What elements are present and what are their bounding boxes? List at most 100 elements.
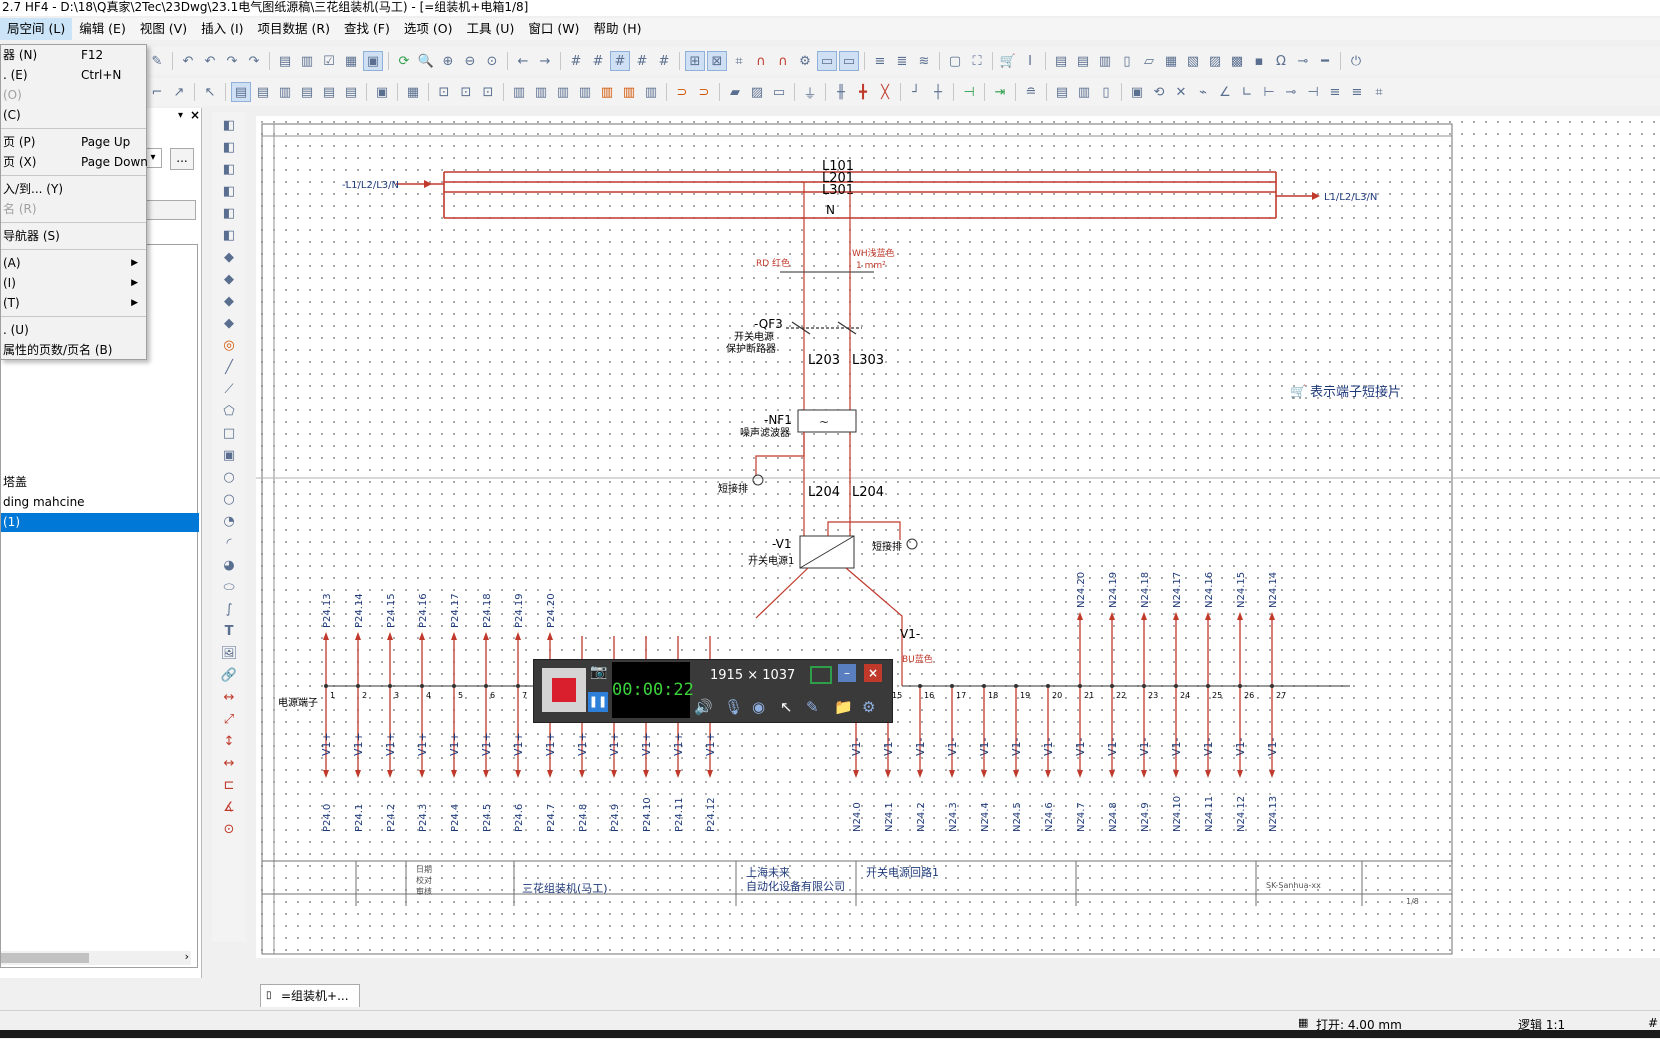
menu-page[interactable]: 局空间 (L) [0,18,73,40]
speaker-icon[interactable]: 🔊 [694,698,713,716]
device-j-icon[interactable]: ▪ [1254,53,1264,69]
minimize-icon[interactable]: – [838,664,856,682]
tool-b-icon[interactable]: ⟲ [1153,84,1165,100]
text-cursor-icon[interactable]: Ⅰ [1028,53,1032,69]
doc-a-icon[interactable]: ▤ [231,82,251,102]
drawing-canvas[interactable]: -L1/L2/L3/N L1/L2/L3/N L101 L201 L301 N … [256,116,1660,958]
tab-active-page[interactable]: ▯ =组装机+... [260,984,360,1007]
magnet-icon[interactable]: ∩ [756,53,766,69]
term-f-icon[interactable]: ▥ [622,84,636,100]
tool-c-icon[interactable]: ✕ [1175,84,1187,100]
tool-l-icon[interactable]: ⌗ [1375,84,1383,100]
zoom-out-icon[interactable]: ⊖ [464,53,476,69]
window-icon[interactable]: ▣ [363,51,383,71]
menu-insert[interactable]: 插入 (I) [201,21,244,36]
plug-icon[interactable]: ⏻ [1350,53,1362,69]
dropdown-item[interactable]: (T)▶ [1,293,146,313]
gem-c-icon[interactable]: ◆ [224,293,234,309]
wire-icon[interactable]: ━ [1321,53,1329,69]
dimension-d-icon[interactable]: ↔ [223,755,235,771]
folder-icon[interactable]: 📁 [834,698,853,716]
device-e-icon[interactable]: ▱ [1144,53,1154,69]
tool-f-icon[interactable]: ∟ [1241,84,1253,100]
spline-icon[interactable]: ∫ [225,601,233,617]
break-icon[interactable]: ⊣ [963,84,975,100]
undo-icon[interactable]: ↶ [182,53,194,69]
close-icon[interactable]: × [864,664,882,682]
settings-small-icon[interactable]: ⚙ [799,53,811,69]
snap-grid-icon[interactable]: ⊞ [685,51,705,71]
panel-close-icon[interactable]: × [190,108,201,122]
dropdown-item[interactable]: (I)▶ [1,273,146,293]
snap-point-icon[interactable]: ⊠ [707,51,727,71]
potential-icon[interactable]: ≘ [1025,84,1037,100]
shield-a-icon[interactable]: ▰ [730,84,740,100]
ground-icon[interactable]: ⏚ [803,86,817,102]
cube-c-icon[interactable]: ◧ [222,161,236,177]
tool-e-icon[interactable]: ∠ [1219,84,1231,100]
dimension-b-icon[interactable]: ⤢ [223,711,235,727]
grid-b-icon[interactable]: # [592,53,604,69]
dropdown-item[interactable]: (C) [1,105,146,125]
horizontal-scrollbar[interactable]: › [1,950,191,965]
grid-e-icon[interactable]: # [658,53,670,69]
refresh-icon[interactable]: ⟳ [398,53,410,69]
connect-a-icon[interactable]: ╫ [837,84,845,100]
image-frame-icon[interactable]: ▣ [222,447,236,463]
box-d-icon[interactable]: ⊡ [482,84,494,100]
dropdown-item[interactable]: 页 (P)Page Up [1,132,146,152]
connector-icon[interactable]: ⊸ [1297,53,1309,69]
hatch-icon[interactable]: ▨ [750,84,764,100]
menu-window[interactable]: 窗口 (W) [528,21,580,36]
device-c-icon[interactable]: ▥ [1098,53,1112,69]
tree-item[interactable]: 塔盖 [3,475,28,489]
menu-view[interactable]: 视图 (V) [139,21,188,36]
doc-f-icon[interactable]: ▤ [344,84,358,100]
grid-d-icon[interactable]: # [636,53,648,69]
term-c-icon[interactable]: ▥ [556,84,570,100]
check-icon[interactable]: ☑ [323,53,335,69]
gem-d-icon[interactable]: ◆ [224,315,234,331]
polyline-icon[interactable]: ⟋ [224,381,234,397]
dropdown-item[interactable]: 页 (X)Page Down [1,152,148,172]
tool-g-icon[interactable]: ⊢ [1263,84,1275,100]
corner-a-icon[interactable]: ┘ [912,84,920,100]
rect-icon[interactable]: ▭ [772,84,786,100]
lines-a-icon[interactable]: ≡ [874,53,886,69]
dropdown-item[interactable]: 属性的页数/页名 (B) [1,340,146,360]
panel-pin-icon[interactable]: ▾ [178,110,184,121]
dropdown-item[interactable]: 入/到... (Y) [1,179,146,199]
doc-c-icon[interactable]: ▥ [278,84,292,100]
menu-tools[interactable]: 工具 (U) [466,21,515,36]
cursor-icon[interactable]: ↖ [780,698,793,716]
image-icon[interactable]: 🖼 [220,645,238,661]
dropdown-item[interactable]: (A)▶ [1,253,146,273]
lines-b-icon[interactable]: ≣ [896,53,908,69]
magnet-b-icon[interactable]: ∩ [778,53,788,69]
scroll-right-icon[interactable]: › [184,950,189,963]
capture-area-icon[interactable] [810,666,832,684]
filter-dropdown-arrow-icon[interactable]: ▾ [144,148,162,168]
back-icon[interactable]: ← [517,53,529,69]
link-icon[interactable]: 🔗 [220,667,238,683]
draw-pen-icon[interactable]: ✎ [806,698,819,716]
gem-b-icon[interactable]: ◆ [224,271,234,287]
dropdown-item[interactable]: . (E)Ctrl+N [1,65,146,85]
tree-item-selected[interactable]: (1) [1,513,199,532]
corner-b-icon[interactable]: ┼ [934,84,942,100]
connect-b-icon[interactable]: ╋ [859,84,867,100]
cube-e-icon[interactable]: ◧ [222,205,236,221]
dimension-e-icon[interactable]: ⊏ [223,777,235,793]
page-icon[interactable]: ▤ [278,53,292,69]
circle-icon[interactable]: ○ [223,469,235,485]
redo-icon[interactable]: ↷ [226,53,238,69]
page-macro-icon[interactable]: ▥ [300,53,314,69]
menu-find[interactable]: 查找 (F) [343,21,390,36]
frame-icon[interactable]: ▭ [839,51,859,71]
box-c-icon[interactable]: ⊡ [460,84,472,100]
tool-j-icon[interactable]: ≡ [1329,84,1341,100]
term-b-icon[interactable]: ▥ [534,84,548,100]
pause-button[interactable]: ❚❚ [588,692,608,712]
connect-c-icon[interactable]: ╳ [881,84,889,100]
filter-more-button[interactable]: ... [170,148,194,170]
